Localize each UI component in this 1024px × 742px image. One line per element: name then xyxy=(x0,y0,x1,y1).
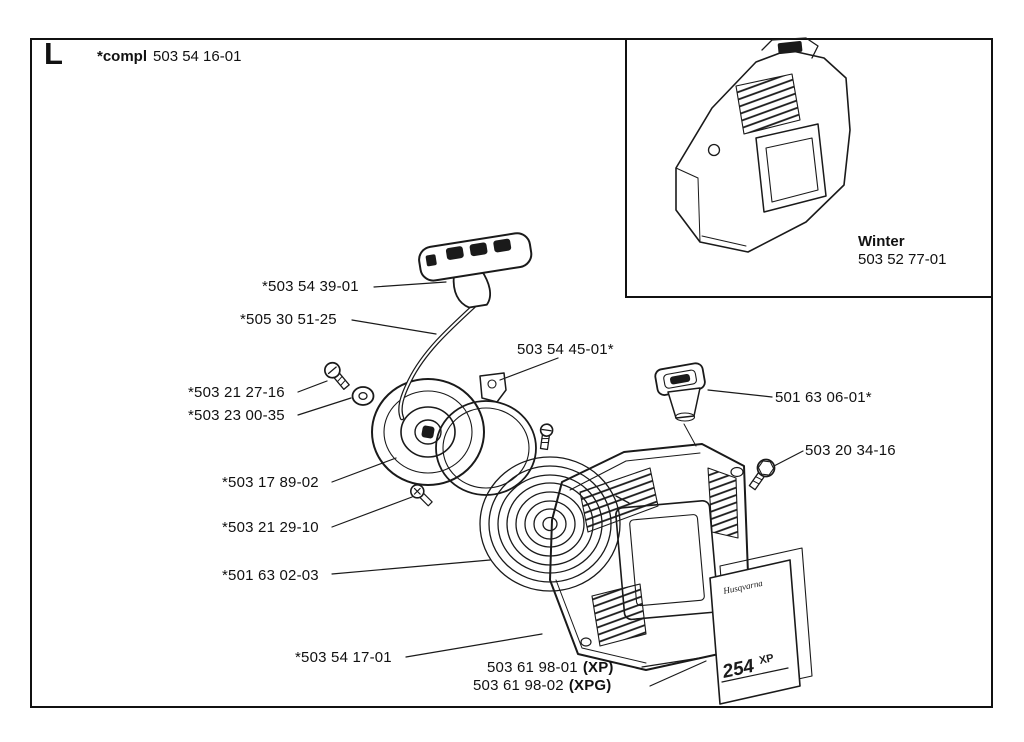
part-label-screw-small: *503 21 27-16 xyxy=(188,384,285,401)
part-number: 503 61 98-02 xyxy=(473,677,564,694)
part-label-screw-housing: 503 20 34-16 xyxy=(805,442,896,459)
part-label-rope: *505 30 51-25 xyxy=(240,311,337,328)
part-label-plate: 503 54 45-01* xyxy=(517,341,614,358)
part-label-decal-xp: 503 61 98-01(XP) xyxy=(487,659,614,676)
section-letter: L xyxy=(44,36,63,71)
part-number: 503 61 98-01 xyxy=(487,659,578,676)
compl-part-number: 503 54 16-01 xyxy=(153,48,242,65)
part-label-pulley: *503 17 89-02 xyxy=(222,474,319,491)
part-label-washer: *503 23 00-35 xyxy=(188,407,285,424)
part-label-decal-xpg: 503 61 98-02(XPG) xyxy=(473,677,611,694)
part-label-housing: *503 54 17-01 xyxy=(295,649,392,666)
winter-part-number: 503 52 77-01 xyxy=(858,251,947,268)
compl-word: *compl xyxy=(97,48,148,65)
part-label-handle: *503 54 39-01 xyxy=(262,278,359,295)
part-label-spring: *501 63 02-03 xyxy=(222,567,319,584)
compl-assembly-label: *compl 503 54 16-01 xyxy=(97,48,241,65)
part-label-rope-guide: 501 63 06-01* xyxy=(775,389,872,406)
diagram-border xyxy=(30,38,993,708)
winter-title: Winter xyxy=(858,233,905,250)
variant-suffix: (XPG) xyxy=(568,677,612,694)
variant-suffix: (XP) xyxy=(582,659,614,676)
part-label-screw-pulley: *503 21 29-10 xyxy=(222,519,319,536)
